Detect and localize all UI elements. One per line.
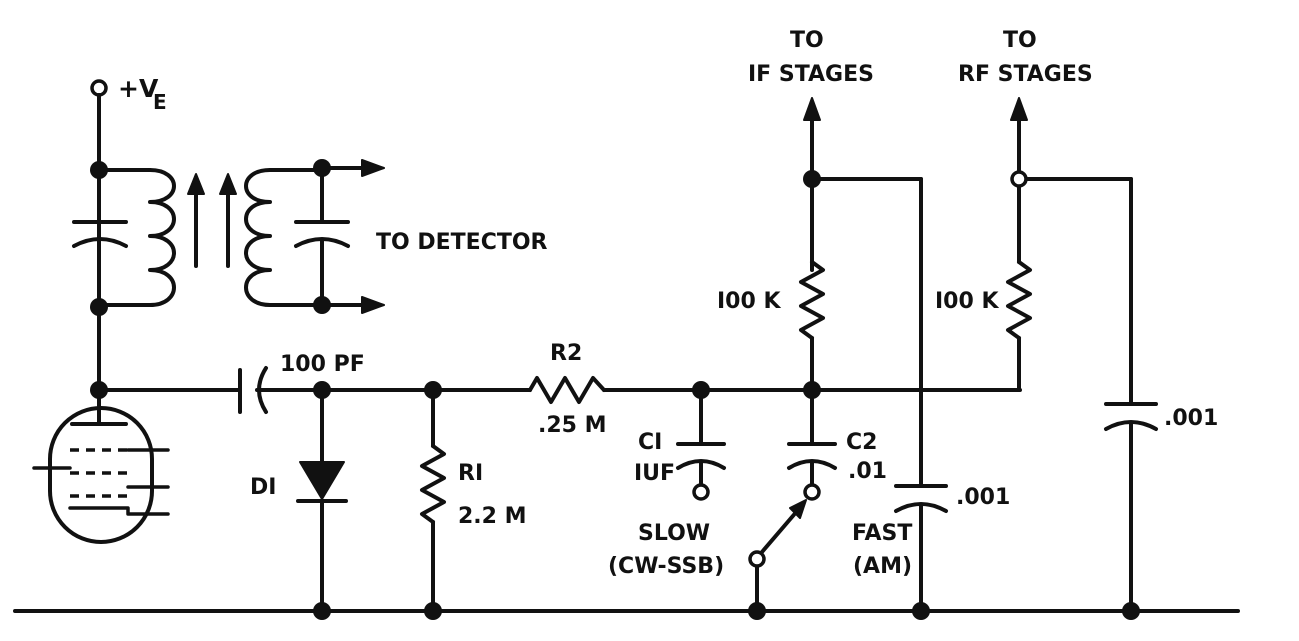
primary-tank-capacitor xyxy=(72,168,128,309)
if-resistor-label: I00 K xyxy=(717,289,781,314)
if-output-label-1: TO xyxy=(790,28,824,53)
time-constant-switch xyxy=(748,499,807,613)
supply-terminal: +V E xyxy=(90,74,167,114)
c1-name: CI xyxy=(638,430,662,455)
junction-dots xyxy=(90,159,1140,620)
rf-output-label-1: TO xyxy=(1003,28,1037,53)
if-output-arrow xyxy=(803,97,821,272)
detector-output-arrows xyxy=(320,159,385,314)
to-detector-label: TO DETECTOR xyxy=(376,230,548,255)
rf-resistor xyxy=(1006,184,1032,392)
c1-value: IUF xyxy=(634,461,675,486)
r2-name: R2 xyxy=(550,341,582,366)
rf-output-label-2: RF STAGES xyxy=(958,62,1093,87)
fast-label: FAST xyxy=(852,521,912,546)
primary-winding xyxy=(97,168,176,307)
capacitor-c2 xyxy=(787,388,837,501)
vacuum-tube xyxy=(32,388,170,544)
r2-value: .25 M xyxy=(538,413,607,438)
resistor-r2 xyxy=(528,376,606,404)
diode-d1 xyxy=(296,388,348,613)
coupling-capacitor-label: 100 PF xyxy=(280,352,365,377)
rf-junction xyxy=(1010,170,1028,188)
c2-name: C2 xyxy=(846,430,877,455)
if-bypass-label: .001 xyxy=(956,485,1010,510)
if-output-label-2: IF STAGES xyxy=(748,62,874,87)
if-resistor xyxy=(799,260,825,392)
tuning-arrows xyxy=(187,173,237,268)
supply-label: +V xyxy=(118,74,159,103)
r1-value: 2.2 M xyxy=(458,504,527,529)
rf-resistor-label: I00 K xyxy=(935,289,999,314)
slow-mode-label: (CW-SSB) xyxy=(608,554,724,579)
slow-label: SLOW xyxy=(638,521,710,546)
resistor-r1 xyxy=(420,388,446,613)
fast-mode-label: (AM) xyxy=(853,554,912,579)
c2-value: .01 xyxy=(848,459,887,484)
diode-label: DI xyxy=(250,475,276,500)
secondary-winding xyxy=(244,168,324,307)
rf-bypass-capacitor xyxy=(1024,177,1158,613)
capacitor-c1 xyxy=(676,388,726,501)
supply-subscript: E xyxy=(153,90,167,114)
r1-name: RI xyxy=(458,461,483,486)
if-bypass-capacitor xyxy=(810,177,948,613)
rf-bypass-label: .001 xyxy=(1164,406,1218,431)
secondary-tank-capacitor xyxy=(294,168,350,307)
rf-output-arrow xyxy=(1010,97,1028,174)
